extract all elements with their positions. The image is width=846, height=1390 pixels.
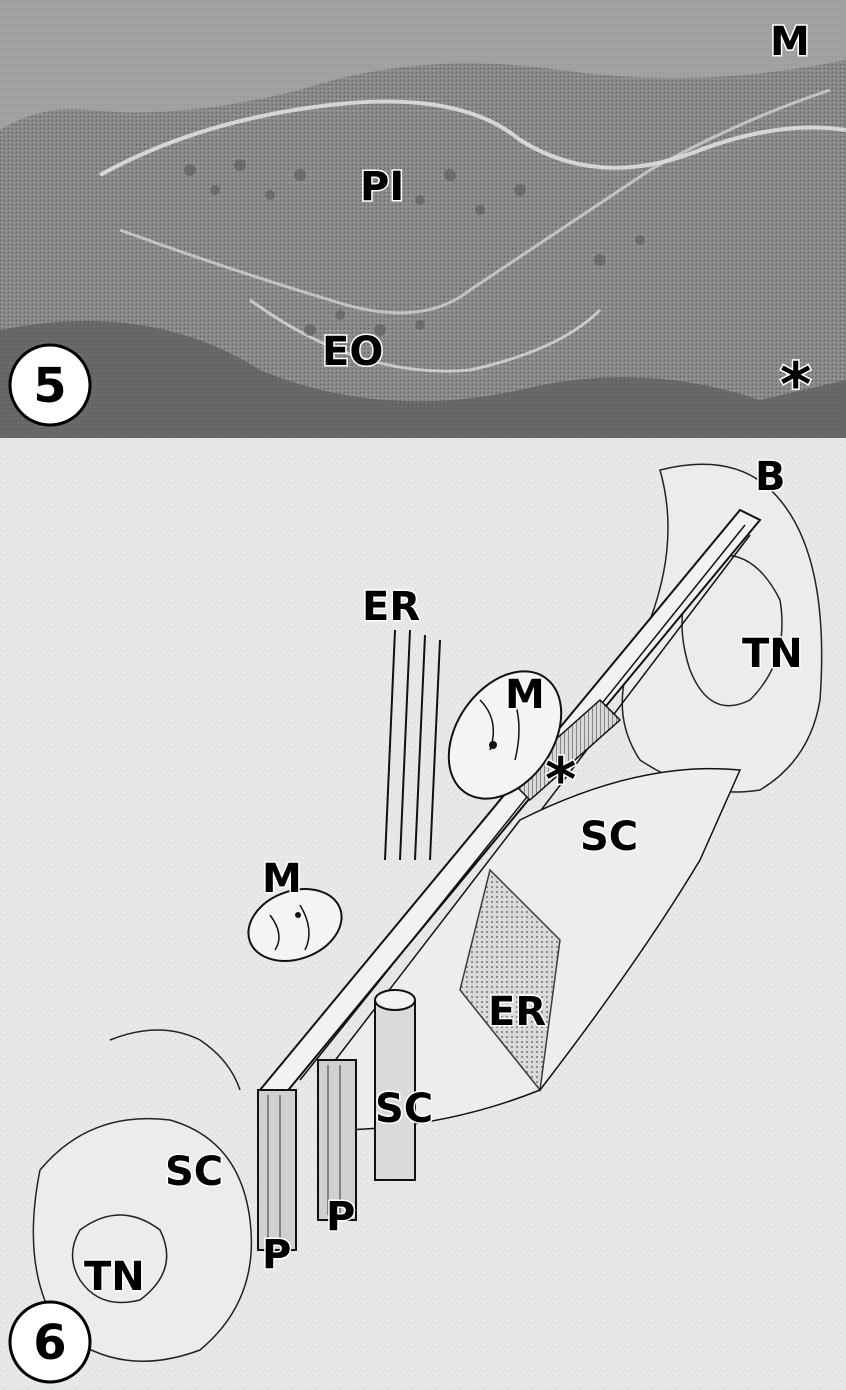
label-tn-left: TN (84, 1254, 145, 1300)
label-sc-left: SC (165, 1149, 223, 1195)
label-p-left: P (262, 1232, 291, 1278)
panel-6-drawing: B ER M TN * SC M ER SC SC TN P P 6 (0, 438, 846, 1390)
asterisk-panel5: * (780, 350, 811, 420)
label-sc-right: SC (580, 814, 638, 860)
label-tn-right: TN (742, 631, 803, 677)
label-pi: PI (360, 164, 404, 210)
panel-5-micrograph: M PI EO * 5 (0, 0, 846, 438)
plate-number-6: 6 (10, 1302, 90, 1382)
label-eo: EO (322, 329, 383, 375)
label-p-right: P (326, 1194, 355, 1240)
svg-text:5: 5 (33, 358, 66, 414)
label-b: B (755, 454, 786, 500)
label-m-panel5: M (770, 19, 810, 65)
asterisk-panel6: * (545, 745, 576, 815)
label-er-lower: ER (488, 989, 546, 1035)
sc-tube (375, 990, 415, 1180)
label-er-top: ER (362, 584, 420, 630)
label-m-lower: M (262, 856, 302, 902)
label-m-upper: M (505, 672, 545, 718)
p-column-left (258, 1090, 296, 1250)
svg-text:6: 6 (33, 1315, 66, 1371)
label-sc-mid: SC (375, 1086, 433, 1132)
plate-number-5: 5 (10, 345, 90, 425)
